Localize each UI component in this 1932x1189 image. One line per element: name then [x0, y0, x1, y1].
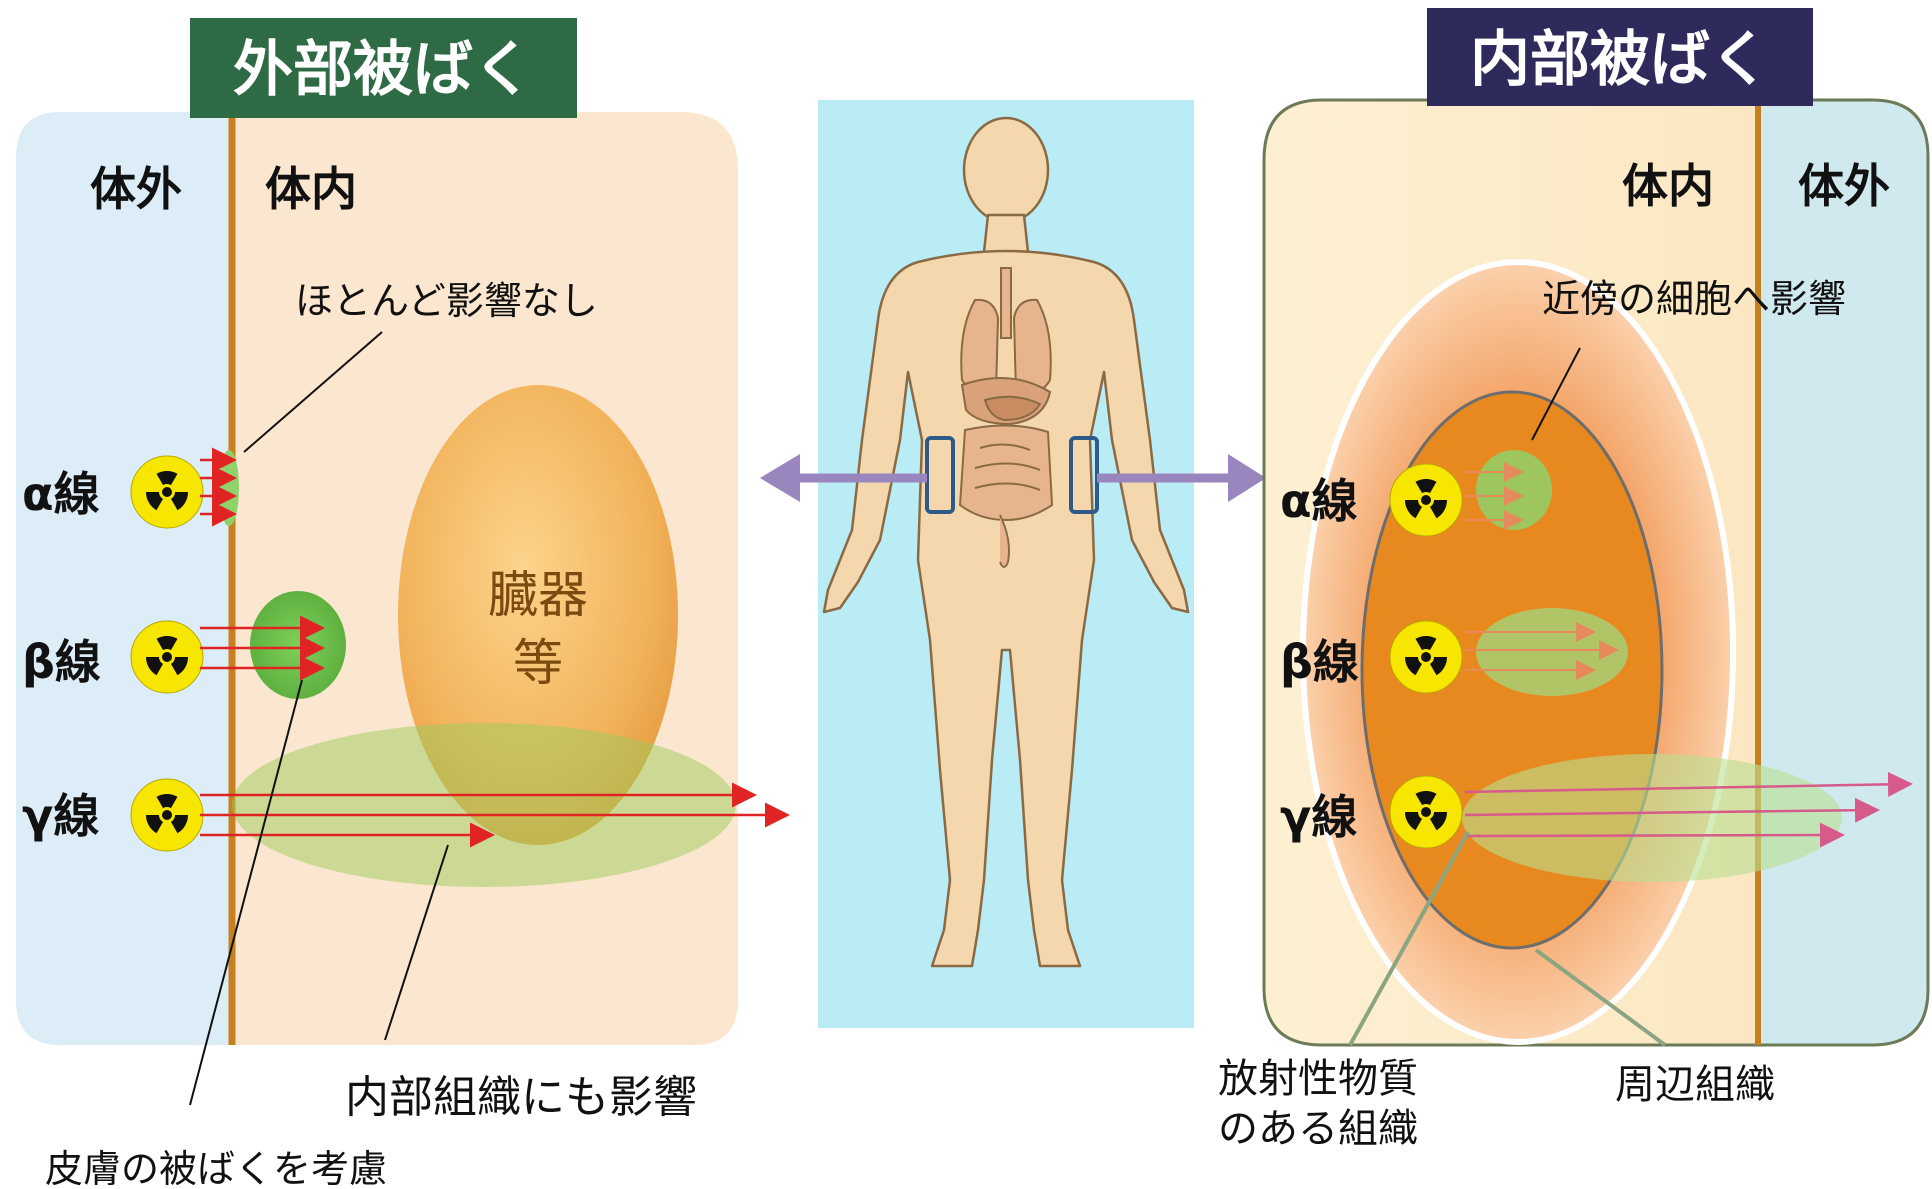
organ-label-line1: 臓器	[488, 566, 588, 624]
alpha-ray-label: α線	[22, 467, 100, 521]
external-title-bg	[190, 18, 577, 118]
external-label-outside: 体外	[90, 162, 182, 216]
radiation-icon	[130, 778, 204, 852]
double-headed-arrow-icon	[760, 454, 1266, 502]
callout-skin-leader	[189, 679, 303, 1106]
beta-ray-label: β線	[1280, 635, 1359, 689]
radiation-icon	[130, 455, 204, 529]
alpha-ray-label: α線	[1280, 474, 1358, 528]
callout-internal-leader	[384, 844, 449, 1041]
external-exposure-panel: 外部被ばく 体外 体内 臓器 等 α線 β線 γ線	[16, 18, 790, 1189]
callout-skin-text: 皮膚の被ばくを考慮	[45, 1147, 387, 1189]
gamma-effect-area	[1462, 754, 1842, 882]
external-label-inside: 体内	[265, 162, 357, 216]
radiation-icon	[1389, 620, 1463, 694]
callout-nearby-leader	[1531, 347, 1581, 441]
internal-label-outside: 体外	[1798, 159, 1890, 213]
callout-surrounding-leader	[1534, 948, 1667, 1047]
beta-effect-area	[250, 591, 346, 699]
gamma-ray-label: γ線	[1280, 790, 1357, 844]
radiation-icon	[1389, 775, 1463, 849]
internal-beta-ray: β線	[1280, 620, 1619, 694]
internal-exposure-panel: 内部被ばく 体内 体外 α線 β線 γ線 近傍の	[1218, 8, 1930, 1152]
callout-surface-leader	[243, 331, 383, 453]
radiation-icon	[130, 620, 204, 694]
external-gamma-ray: γ線	[22, 778, 790, 852]
beta-ray-label: β線	[22, 635, 101, 689]
organ-label-line2: 等	[513, 634, 563, 692]
internal-title: 内部被ばく	[1470, 25, 1770, 95]
callout-internal-text: 内部組織にも影響	[345, 1072, 697, 1123]
human-body-panel	[760, 100, 1266, 1028]
callout-source-text-line2: のある組織	[1218, 1106, 1418, 1152]
external-title: 外部被ばく	[233, 35, 533, 105]
external-alpha-ray: α線	[22, 447, 237, 529]
alpha-effect-area	[1476, 450, 1552, 530]
callout-source-leader	[1348, 831, 1470, 1046]
internal-title-bg	[1427, 8, 1813, 106]
callout-surface-text: ほとんど影響なし	[295, 279, 598, 323]
callout-source-text-line1: 放射性物質	[1218, 1056, 1418, 1102]
radiation-icon	[1389, 463, 1463, 537]
gamma-ray-label: γ線	[22, 789, 99, 843]
internal-alpha-ray: α線	[1280, 462, 1524, 537]
callout-surrounding-text: 周辺組織	[1615, 1062, 1775, 1108]
beta-effect-area	[1476, 608, 1628, 696]
internal-label-inside: 体内	[1622, 159, 1714, 213]
callout-nearby-text: 近傍の細胞へ影響	[1542, 277, 1846, 321]
external-beta-ray: β線	[22, 615, 325, 694]
human-body-anatomy-icon	[822, 116, 1190, 968]
gamma-effect-area	[232, 723, 736, 887]
internal-gamma-ray: γ線	[1280, 771, 1913, 849]
